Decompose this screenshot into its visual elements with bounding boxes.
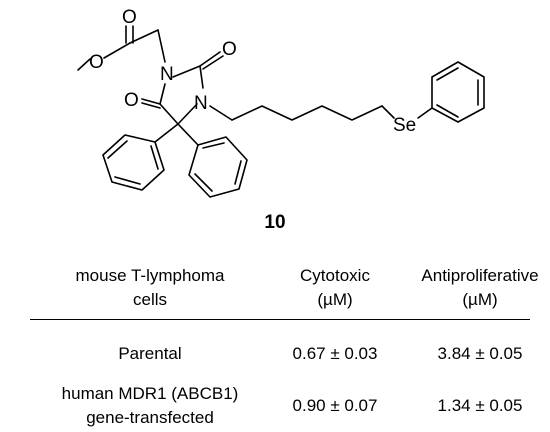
header-cells: mouse T-lymphoma cells	[30, 264, 270, 312]
atom-label-o-ester-carbonyl: O	[122, 7, 137, 28]
bond	[199, 51, 221, 67]
bond	[150, 145, 159, 170]
atom-label-o-c2: O	[222, 39, 237, 60]
bond	[436, 67, 459, 81]
bond	[177, 103, 198, 125]
bond	[141, 98, 161, 105]
row-mdr1-cell-line-line2: gene-transfected	[86, 408, 214, 427]
row-mdr1-cell-line: human MDR1 (ABCB1) gene-transfected	[30, 382, 270, 430]
row-mdr1-cytotoxic: 0.90 ± 0.07	[292, 396, 378, 415]
atom-label-o-ester-ether: O	[89, 52, 104, 73]
header-antiproliferative: Antiproliferative (µM)	[395, 264, 550, 312]
bond	[202, 142, 225, 149]
bond	[209, 105, 233, 121]
bond	[202, 55, 224, 70]
row-parental-cytotoxic: 0.67 ± 0.03	[292, 344, 378, 363]
atom-label-se: Se	[393, 115, 416, 136]
bond	[188, 136, 248, 198]
bond	[177, 123, 199, 146]
row-parental-cell-line: Parental	[118, 344, 182, 363]
bond	[154, 123, 179, 143]
header-antiproliferative-line1: Antiproliferative	[421, 266, 539, 285]
bond	[103, 42, 131, 59]
bond	[417, 107, 433, 119]
header-antiproliferative-line2: (µM)	[462, 290, 498, 309]
bond	[129, 29, 159, 44]
bond	[431, 61, 485, 123]
bond	[77, 58, 91, 71]
chemical-structure: O O N O N O Se	[77, 7, 485, 198]
bond	[102, 134, 165, 191]
header-cells-line2: cells	[132, 290, 167, 309]
header-cytotoxic-line2: (µM)	[317, 290, 353, 309]
header-cells-line1: mouse T-lymphoma	[75, 266, 225, 285]
bond	[436, 104, 459, 118]
header-cytotoxic: Cytotoxic (µM)	[260, 264, 410, 312]
compound-label: 10	[264, 212, 286, 233]
bond	[172, 65, 201, 78]
bond	[114, 176, 141, 185]
bond	[199, 65, 204, 89]
bond	[194, 173, 213, 192]
bond	[231, 105, 383, 121]
bond	[381, 105, 395, 119]
bond	[159, 83, 166, 105]
bond	[159, 103, 179, 125]
row-mdr1-cell-line-line1: human MDR1 (ABCB1)	[61, 384, 239, 403]
row-mdr1-antiproliferative: 1.34 ± 0.05	[437, 396, 523, 415]
atom-label-n3: N	[194, 93, 208, 114]
header-cytotoxic-line1: Cytotoxic	[300, 266, 370, 285]
atom-label-n1: N	[160, 64, 174, 85]
header-divider	[30, 319, 530, 320]
bond	[141, 102, 161, 109]
bond	[234, 160, 242, 185]
row-parental-antiproliferative: 3.84 ± 0.05	[437, 344, 523, 363]
bond	[157, 29, 166, 63]
bond	[107, 140, 128, 159]
atom-label-o-c4: O	[124, 90, 139, 111]
